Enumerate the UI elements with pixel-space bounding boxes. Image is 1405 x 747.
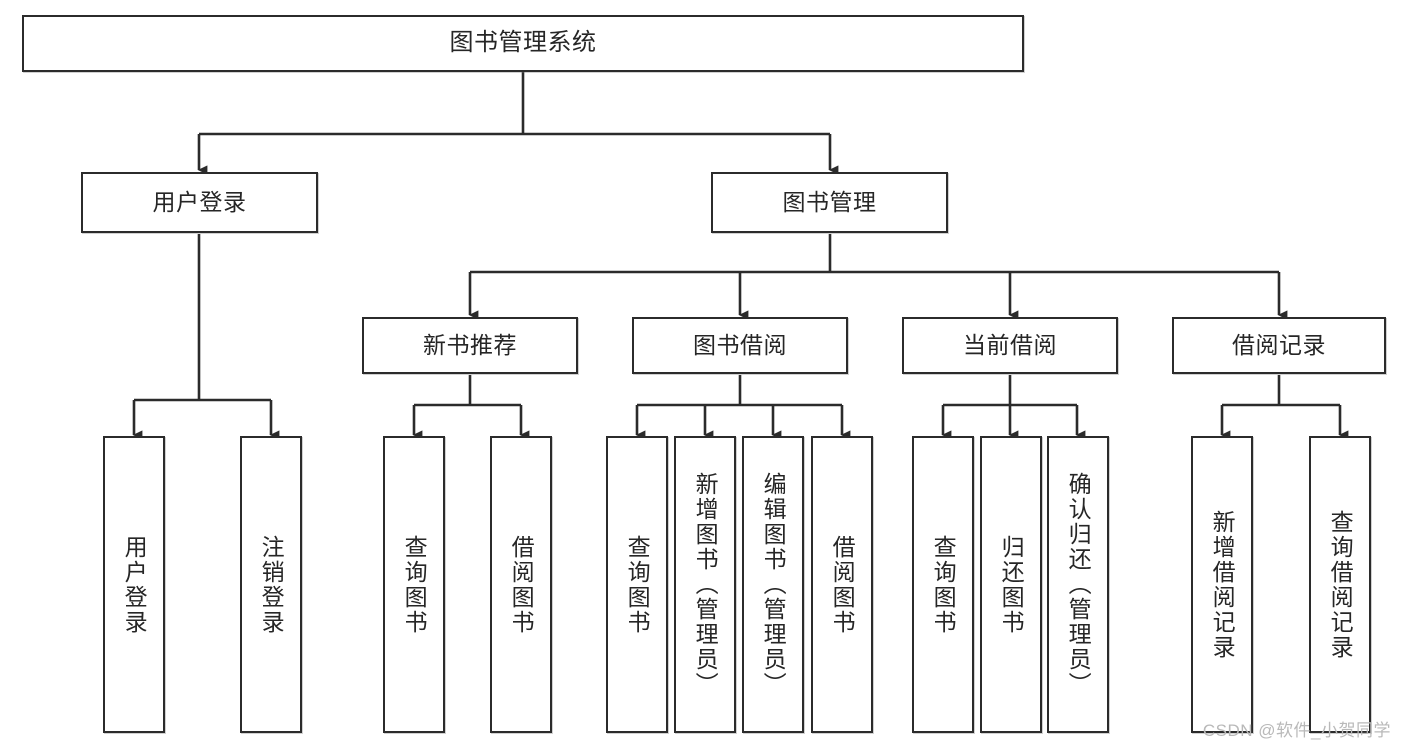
node-label: 借阅图书 [508, 534, 535, 635]
leaf-current-borrow-confirm-return-admin[interactable]: 确认归还（管理员） [1047, 436, 1109, 733]
node-label: 归还图书 [998, 534, 1025, 635]
node-book-management[interactable]: 图书管理 [711, 172, 948, 233]
leaf-book-borrow-add-book-admin[interactable]: 新增图书（管理员） [674, 436, 736, 733]
leaf-book-borrow-borrow-book[interactable]: 借阅图书 [811, 436, 873, 733]
node-label: 图书管理 [782, 188, 877, 215]
leaf-user-login-logout[interactable]: 注销登录 [240, 436, 302, 733]
node-label: 查询图书 [930, 534, 957, 635]
node-label: 编辑图书（管理员） [760, 472, 787, 697]
node-label: 新书推荐 [423, 331, 517, 358]
node-label: 图书管理系统 [449, 29, 597, 57]
node-label: 查询图书 [624, 534, 651, 635]
node-root-book-management-system[interactable]: 图书管理系统 [22, 15, 1024, 72]
node-label: 用户登录 [152, 188, 247, 215]
leaf-book-borrow-query-book[interactable]: 查询图书 [606, 436, 668, 733]
node-book-borrow[interactable]: 图书借阅 [632, 317, 848, 374]
node-label: 图书借阅 [693, 331, 787, 358]
node-label: 查询借阅记录 [1327, 509, 1354, 660]
node-label: 借阅图书 [829, 534, 856, 635]
leaf-new-book-borrow-book[interactable]: 借阅图书 [490, 436, 552, 733]
leaf-borrow-record-query-record[interactable]: 查询借阅记录 [1309, 436, 1371, 733]
node-label: 借阅记录 [1232, 331, 1326, 358]
node-label: 注销登录 [258, 534, 285, 635]
leaf-book-borrow-edit-book-admin[interactable]: 编辑图书（管理员） [742, 436, 804, 733]
node-borrow-record[interactable]: 借阅记录 [1172, 317, 1386, 374]
node-label: 新增借阅记录 [1209, 509, 1236, 660]
leaf-current-borrow-query-book[interactable]: 查询图书 [912, 436, 974, 733]
node-label: 当前借阅 [963, 331, 1057, 358]
node-label: 用户登录 [121, 534, 148, 635]
leaf-user-login-login[interactable]: 用户登录 [103, 436, 165, 733]
node-label: 新增图书（管理员） [692, 472, 719, 697]
node-label: 确认归还（管理员） [1065, 472, 1092, 697]
leaf-borrow-record-add-record[interactable]: 新增借阅记录 [1191, 436, 1253, 733]
csdn-watermark: CSDN @软件_小贺同学 [1202, 721, 1391, 740]
node-current-borrow[interactable]: 当前借阅 [902, 317, 1118, 374]
leaf-current-borrow-return-book[interactable]: 归还图书 [980, 436, 1042, 733]
leaf-new-book-query-book[interactable]: 查询图书 [383, 436, 445, 733]
node-label: 查询图书 [401, 534, 428, 635]
node-user-login[interactable]: 用户登录 [81, 172, 318, 233]
node-new-book-recommend[interactable]: 新书推荐 [362, 317, 578, 374]
